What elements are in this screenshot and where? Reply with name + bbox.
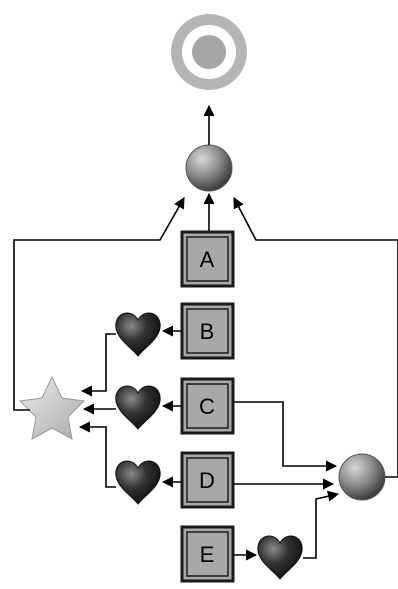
heart-icon-c [115,385,161,430]
arrow-star-to-sphere [13,197,185,411]
arrow-heart-e-to-right-sphere [303,490,340,559]
right-sphere-icon [338,453,386,501]
target-icon [171,14,247,90]
arrow-heart-d-to-star [78,421,116,488]
heart-icon-d [115,460,161,505]
box-e-label: E [200,542,215,567]
arrow-c-to-right-sphere [233,401,338,472]
arrow-heart-b-to-star [80,333,116,397]
box-b-label: B [200,319,215,344]
heart-icon-b [115,312,161,357]
box-a: A [180,230,235,288]
box-b: B [180,302,235,360]
box-c: C [180,377,235,435]
heart-icon-e [257,535,303,580]
box-c-label: C [199,394,215,419]
box-e: E [180,525,235,583]
box-a-label: A [200,247,215,272]
star-icon [18,375,86,440]
box-d: D [180,451,235,509]
top-sphere-icon [185,144,233,192]
box-d-label: D [199,468,215,493]
arrow-right-sphere-to-sphere [233,197,398,478]
